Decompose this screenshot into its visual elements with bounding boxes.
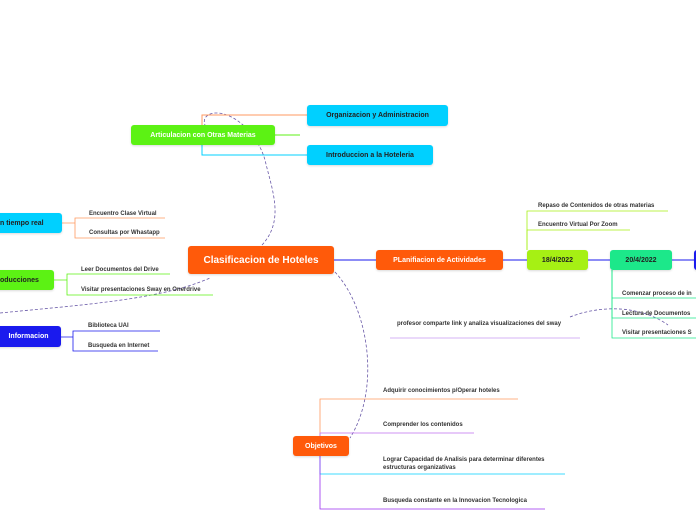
planificacion-label: PLanifiacion de Actividades xyxy=(393,256,486,264)
producciones-child-1[interactable]: Leer Documentos del Drive xyxy=(81,267,159,273)
objetivo-2[interactable]: Comprender los contenidos xyxy=(383,422,463,428)
fecha-20-4-topic[interactable]: 20/4/2022 xyxy=(610,250,672,270)
fecha2-child-2[interactable]: Lectura de Documentos xyxy=(622,311,691,317)
relation-nota-lectura xyxy=(569,308,669,326)
tiempo-real-topic[interactable]: n tiempo real xyxy=(0,213,62,233)
fecha2-child-3[interactable]: Visitar presentaciones S xyxy=(622,330,692,336)
fecha1-child-1[interactable]: Repaso de Contenidos de otras materias xyxy=(538,203,655,209)
objetivo-1[interactable]: Adquirir conocimientos p/Operar hoteles xyxy=(383,388,500,394)
relation-producciones-central xyxy=(0,277,211,314)
informacion-topic[interactable]: Informacion xyxy=(0,326,61,347)
tiempo-real-child-2[interactable]: Consultas por Whastapp xyxy=(89,230,160,236)
central-topic-label: Clasificacion de Hoteles xyxy=(203,254,319,266)
tiempo-real-child-1[interactable]: Encuentro Clase Virtual xyxy=(89,211,157,217)
fecha-18-4-topic[interactable]: 18/4/2022 xyxy=(527,250,588,270)
next-topic-partial[interactable] xyxy=(694,250,696,270)
articulacion-label: Articulacion con Otras Materias xyxy=(150,131,256,139)
fecha-18-4-label: 18/4/2022 xyxy=(541,256,574,264)
relation-central-objetivos xyxy=(334,271,369,439)
objetivo-3[interactable]: Lograr Capacidad de Analisis para determ… xyxy=(383,457,545,471)
tiempo-real-label: n tiempo real xyxy=(0,219,44,227)
informacion-child-2[interactable]: Busqueda en Internet xyxy=(88,343,150,349)
objetivos-topic[interactable]: Objetivos xyxy=(293,436,349,456)
introduccion-label: Introduccion a la Hoteleria xyxy=(326,151,414,159)
fecha2-child-1[interactable]: Comenzar proceso de in xyxy=(622,291,692,297)
fecha-20-4-label: 20/4/2022 xyxy=(625,256,657,264)
organizacion-topic[interactable]: Organizacion y Administracion xyxy=(307,105,448,126)
introduccion-topic[interactable]: Introduccion a la Hoteleria xyxy=(307,145,433,165)
informacion-label: Informacion xyxy=(8,333,49,340)
central-topic[interactable]: Clasificacion de Hoteles xyxy=(188,246,334,274)
informacion-child-1[interactable]: Biblioteca UAI xyxy=(88,323,129,329)
articulacion-topic[interactable]: Articulacion con Otras Materias xyxy=(131,125,275,145)
fecha1-child-2[interactable]: Encuentro Virtual Por Zoom xyxy=(538,222,618,228)
producciones-topic[interactable]: oducciones xyxy=(0,270,54,290)
planificacion-topic[interactable]: PLanifiacion de Actividades xyxy=(376,250,503,270)
organizacion-label: Organizacion y Administracion xyxy=(326,112,429,119)
producciones-child-2[interactable]: Visitar presentaciones Sway en Onerdrive xyxy=(81,287,201,293)
objetivo-4[interactable]: Busqueda constante en la Innovacion Tecn… xyxy=(383,498,527,504)
profesor-note[interactable]: profesor comparte link y analiza visuali… xyxy=(397,321,562,327)
producciones-label: oducciones xyxy=(0,276,39,284)
objetivos-label: Objetivos xyxy=(305,442,337,450)
